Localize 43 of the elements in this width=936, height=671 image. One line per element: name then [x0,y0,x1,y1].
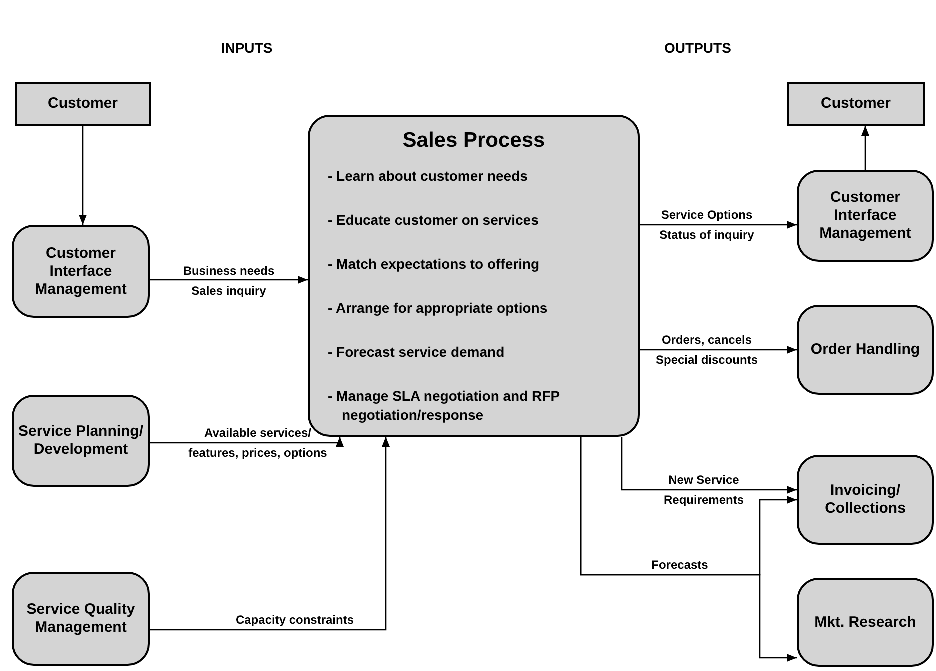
arrow [862,126,870,170]
edge-label: Capacity constraints [234,612,356,629]
bullet-text: - Manage SLA negotiation and RFP negotiation/response [328,387,561,425]
edge-label: Available services/ features, prices, options [188,425,328,462]
arrow [150,437,344,447]
node-label: Invoicing/ Collections [824,482,907,518]
arrow [621,437,797,494]
process-box [12,225,150,318]
node-label: Order Handling [810,341,920,359]
process-box [12,395,150,487]
edge-label: Orders, cancels Special discounts [654,332,760,369]
column-heading: INPUTS [221,40,273,56]
arrow [150,276,308,284]
edge-label: Business needs Sales inquiry [182,263,276,300]
box-title: Sales Process [402,129,546,153]
edge-label: Service Options Status of inquiry [658,207,756,244]
process-box [797,578,934,667]
process-box [797,455,934,545]
arrow [580,437,797,662]
entity-box [787,82,925,126]
bullet-text: - Educate customer on services [328,211,540,230]
node-label: Service Planning/ Development [17,423,145,459]
node-label: Customer Interface Management [34,244,128,298]
arrow [150,437,390,631]
node-label: Customer Interface Management [818,189,912,243]
bullet-text: - Match expectations to offering [328,255,541,274]
entity-box [15,82,151,126]
edge-label: New Service Requirements [662,472,746,509]
arrow [79,126,87,225]
node-label: Customer [820,95,891,113]
process-box [12,572,150,666]
arrow [640,346,797,354]
bullet-text: - Arrange for appropriate options [328,299,549,318]
process-box [797,305,934,395]
bullet-text: - Forecast service demand [328,343,506,362]
bullet-text: - Learn about customer needs [328,167,529,186]
arrow [640,221,797,229]
node-label: Service Quality Management [26,601,136,637]
edge-label: Forecasts [650,557,710,574]
node-label: Mkt. Research [814,614,916,632]
node-label: Customer [48,95,118,113]
column-heading: OUTPUTS [664,40,732,56]
process-box [797,170,934,262]
